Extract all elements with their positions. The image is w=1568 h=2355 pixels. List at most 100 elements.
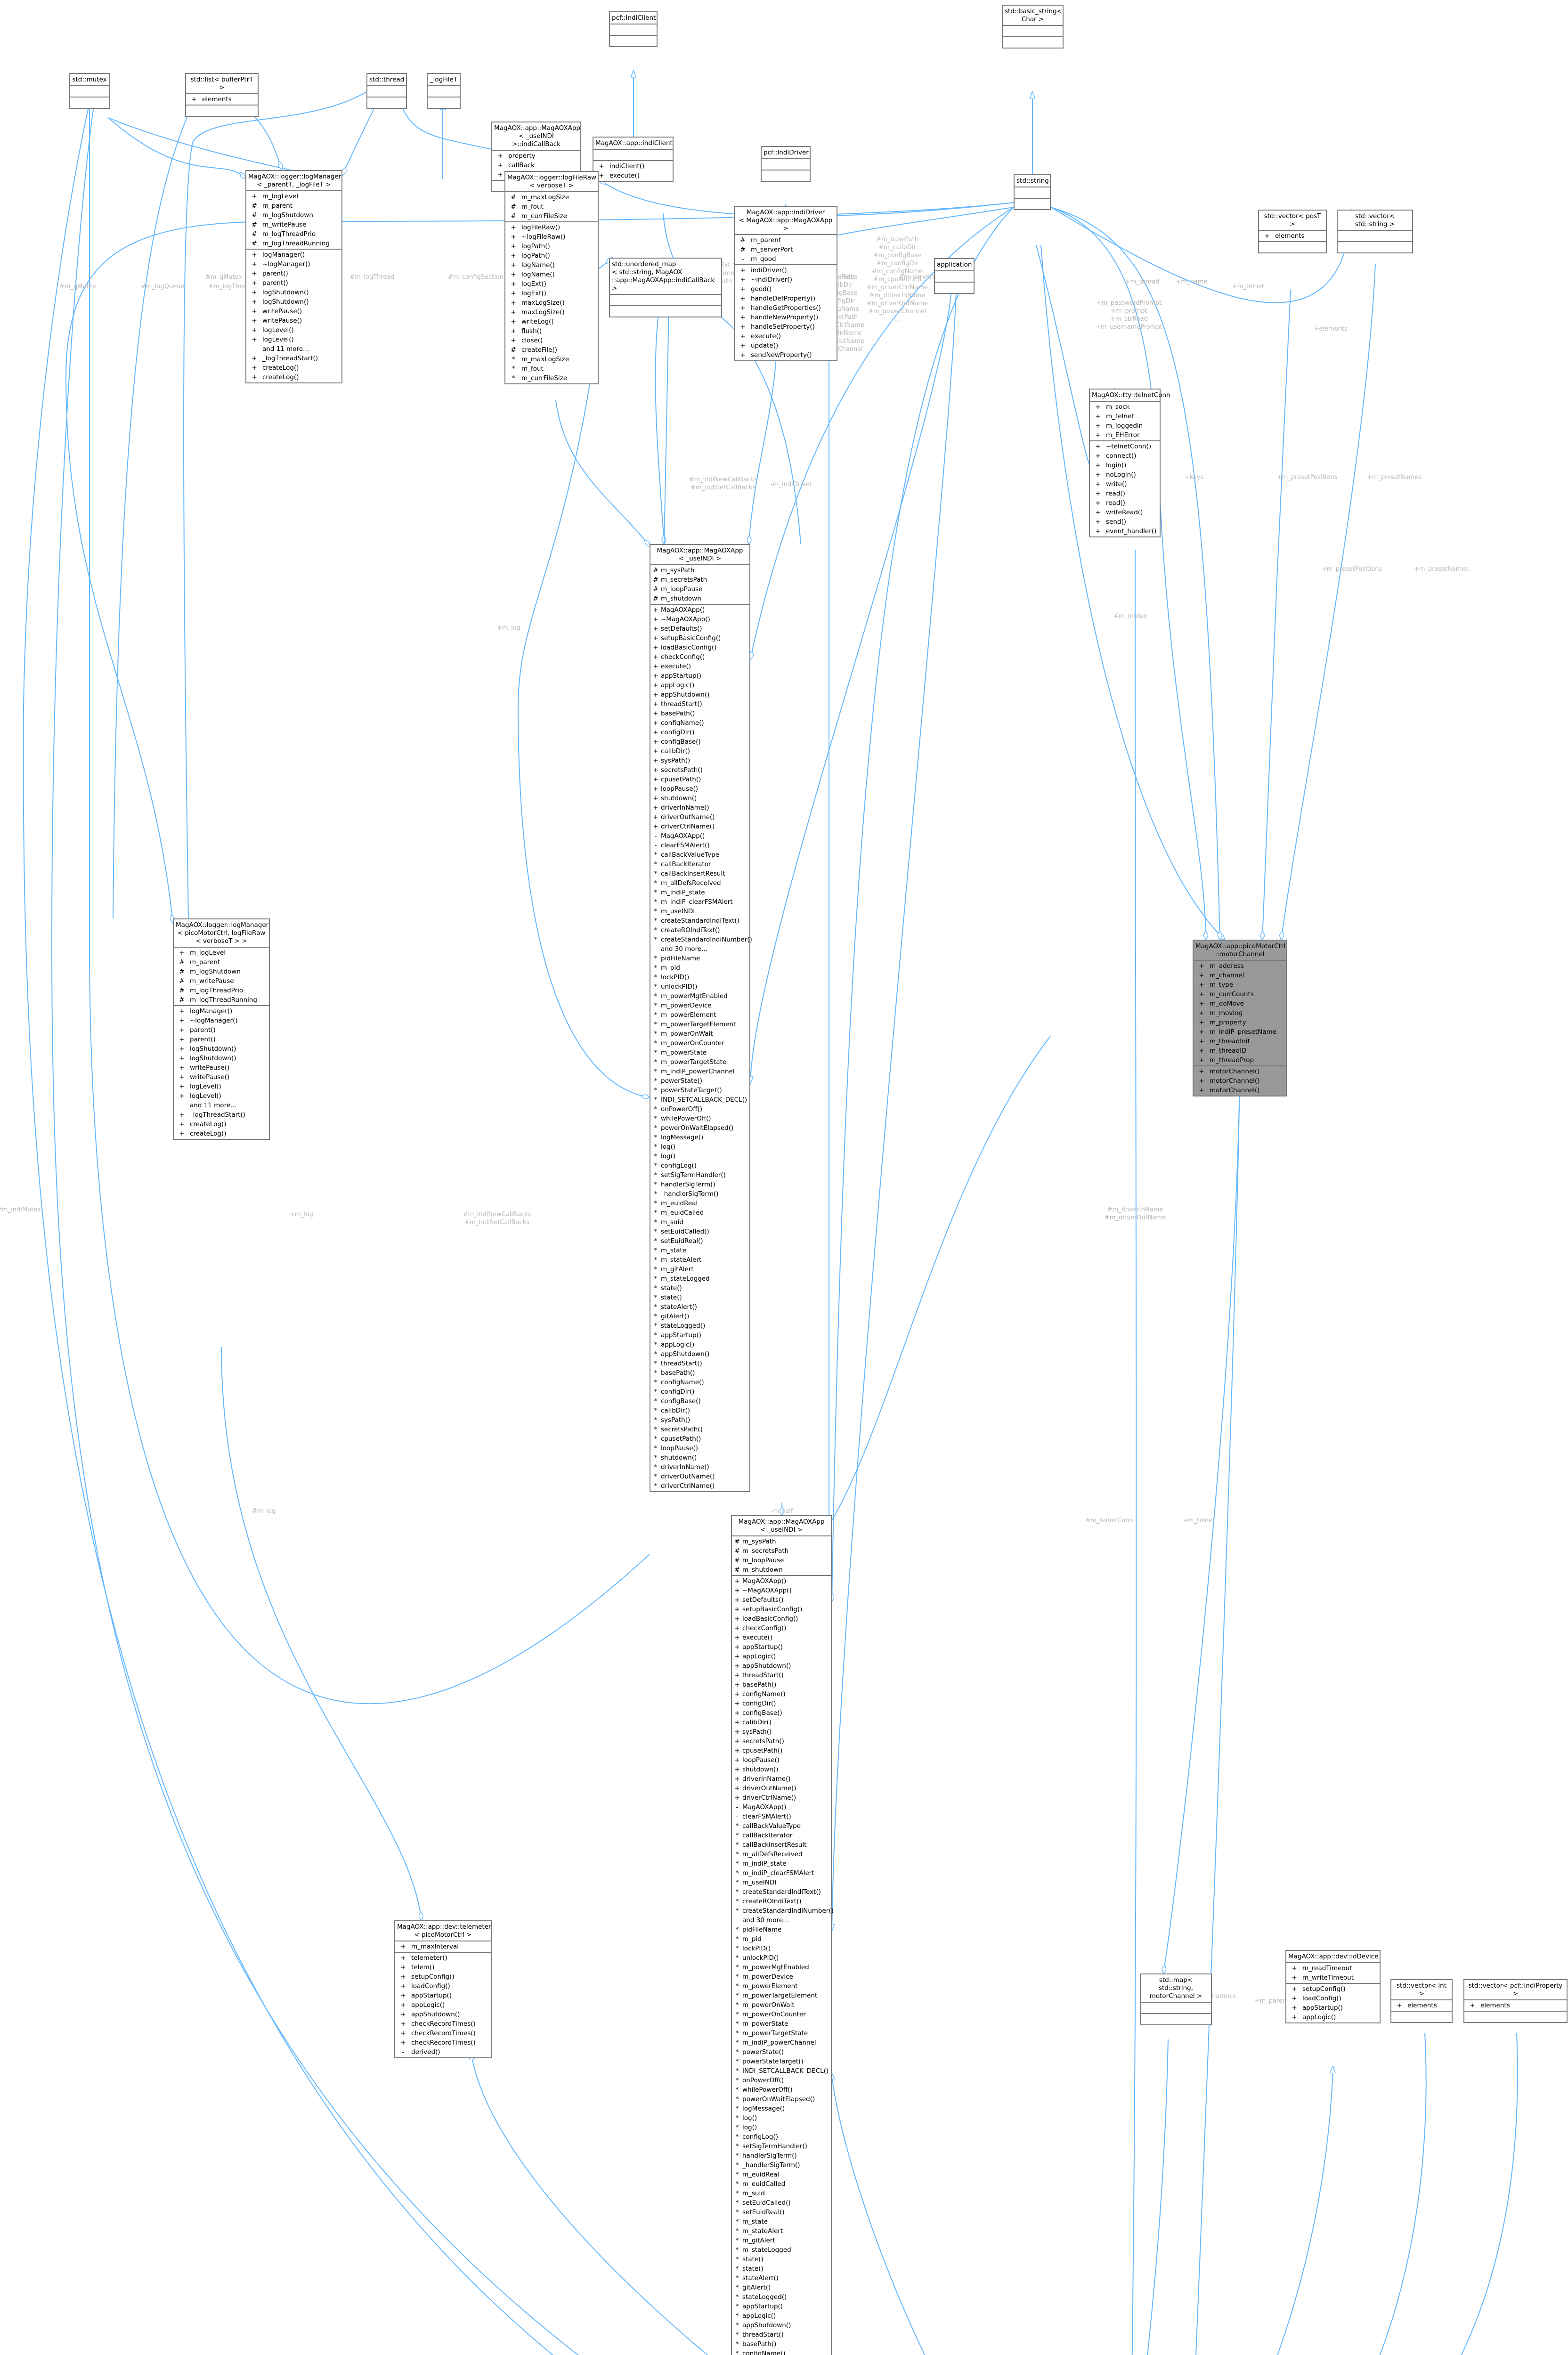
member-row[interactable]: +write(): [1090, 479, 1160, 489]
member-row[interactable]: +~logFileRaw(): [505, 232, 598, 242]
member-row[interactable]: +configName(): [650, 718, 749, 728]
member-row[interactable]: *m_indiP_clearFSMAlert: [732, 1868, 831, 1878]
member-row[interactable]: *setEuidCalled(): [732, 2198, 831, 2208]
member-row[interactable]: +sysPath(): [650, 756, 749, 765]
class-node-mutex[interactable]: std::mutex: [69, 73, 110, 109]
member-row[interactable]: +setDefaults(): [650, 624, 749, 633]
member-row[interactable]: *m_powerOnCounter: [732, 2010, 831, 2019]
member-row[interactable]: *state(): [650, 1293, 749, 1302]
member-row[interactable]: +setDefaults(): [732, 1595, 831, 1605]
member-row[interactable]: +m_threadProp: [1194, 1056, 1286, 1065]
member-row[interactable]: +maxLogSize(): [505, 308, 598, 317]
member-row[interactable]: *m_stateLogged: [650, 1274, 749, 1283]
member-row[interactable]: *handlerSigTerm(): [732, 2151, 831, 2160]
member-row[interactable]: +appStartup(): [1286, 2003, 1380, 2013]
member-row[interactable]: *pidFileName: [732, 1925, 831, 1934]
member-row[interactable]: *INDI_SETCALLBACK_DECL(): [732, 2066, 831, 2076]
member-row[interactable]: *m_currFileSize: [505, 374, 598, 383]
member-row[interactable]: *unlockPID(): [732, 1953, 831, 1963]
class-node-motorchannel[interactable]: MagAOX::app::picoMotorCtrl ::motorChanne…: [1193, 940, 1287, 1096]
member-row[interactable]: #m_loopPause: [732, 1556, 831, 1565]
member-row[interactable]: +createLog(): [246, 373, 341, 382]
member-row[interactable]: +checkConfig(): [732, 1624, 831, 1633]
member-row[interactable]: +close(): [505, 336, 598, 345]
member-row[interactable]: and 30 more...: [732, 1916, 831, 1925]
member-row[interactable]: +checkConfig(): [650, 652, 749, 662]
member-row[interactable]: +appShutdown(): [732, 1661, 831, 1671]
member-row[interactable]: *setEuidReal(): [732, 2208, 831, 2217]
class-node-indidriver[interactable]: MagAOX::app::indiDriver < MagAOX::app::M…: [734, 206, 837, 361]
member-row[interactable]: *powerState(): [732, 2047, 831, 2057]
member-row[interactable]: *m_allDefsReceived: [732, 1850, 831, 1859]
member-row[interactable]: *setEuidReal(): [650, 1236, 749, 1246]
member-row[interactable]: +logShutdown(): [246, 288, 341, 297]
member-row[interactable]: *configLog(): [650, 1161, 749, 1170]
member-row[interactable]: *m_euidReal: [732, 2170, 831, 2179]
member-row[interactable]: +MagAOXApp(): [650, 605, 749, 615]
member-row[interactable]: *log(): [732, 2113, 831, 2123]
member-row[interactable]: +appShutdown(): [650, 690, 749, 699]
member-row[interactable]: +telem(): [395, 1963, 491, 1972]
member-row[interactable]: +parent(): [174, 1035, 269, 1044]
member-row[interactable]: +appLogic(): [732, 1652, 831, 1661]
member-row[interactable]: +writePause(): [246, 307, 341, 316]
member-row[interactable]: *m_indiP_state: [650, 888, 749, 897]
member-row[interactable]: *m_indiP_clearFSMAlert: [650, 897, 749, 907]
class-node-logmanager_inst[interactable]: MagAOX::logger::logManager < picoMotorCt…: [173, 918, 270, 1140]
member-row[interactable]: *m_powerOnWait: [650, 1029, 749, 1039]
member-row[interactable]: +shutdown(): [732, 1765, 831, 1774]
member-row[interactable]: +m_logLevel: [174, 948, 269, 958]
member-row[interactable]: *createStandardIndiNumber(): [732, 1906, 834, 1916]
member-row[interactable]: +configBase(): [732, 1708, 831, 1718]
member-row[interactable]: +parent(): [174, 1025, 269, 1035]
member-row[interactable]: +driverInName(): [650, 803, 749, 812]
member-row[interactable]: *m_useINDI: [650, 907, 749, 916]
member-row[interactable]: #m_sysPath: [732, 1537, 831, 1546]
class-node-pcf_indidriver[interactable]: pcf::IndiDriver: [761, 146, 811, 182]
member-row[interactable]: *stateLogged(): [650, 1321, 749, 1331]
member-row[interactable]: +m_readTimeout: [1286, 1964, 1380, 1973]
member-row[interactable]: +~telnetConn(): [1090, 442, 1160, 451]
member-row[interactable]: *lockPID(): [732, 1944, 831, 1953]
member-row[interactable]: #m_shutdown: [650, 594, 749, 603]
member-row[interactable]: +loopPause(): [650, 784, 749, 794]
member-row[interactable]: +appStartup(): [732, 1642, 831, 1652]
member-row[interactable]: *m_stateLogged: [732, 2245, 831, 2255]
member-row[interactable]: and 11 more...: [174, 1101, 269, 1110]
class-node-magaoxapp_inst[interactable]: MagAOX::app::MagAOXApp < _useINDI > #m_s…: [731, 1515, 834, 2355]
member-row[interactable]: +motorChannel(): [1194, 1086, 1286, 1095]
member-row[interactable]: *m_stateAlert: [650, 1255, 749, 1265]
member-row[interactable]: #m_logThreadRunning: [246, 239, 341, 248]
member-row[interactable]: *m_powerTargetState: [650, 1057, 749, 1067]
member-row[interactable]: +m_threadID: [1194, 1046, 1286, 1056]
member-row[interactable]: *driverOutName(): [650, 1472, 749, 1481]
member-row[interactable]: *callBackValueType: [732, 1821, 831, 1831]
member-row[interactable]: *setSigTermHandler(): [650, 1170, 749, 1180]
member-row[interactable]: *powerState(): [650, 1076, 749, 1086]
member-row[interactable]: *createStandardIndiText(): [732, 1887, 831, 1897]
member-row[interactable]: *m_state: [650, 1246, 749, 1255]
member-row[interactable]: *setSigTermHandler(): [732, 2142, 831, 2151]
member-row[interactable]: *callBackInsertResult: [650, 869, 749, 878]
member-row[interactable]: +m_moving: [1194, 1008, 1286, 1018]
member-row[interactable]: -MagAOXApp(): [650, 831, 749, 841]
member-row[interactable]: *secretsPath(): [650, 1425, 749, 1434]
member-row[interactable]: +secretsPath(): [732, 1737, 831, 1746]
member-row[interactable]: +m_writeTimeout: [1286, 1973, 1380, 1982]
member-row[interactable]: *m_powerMgtEnabled: [732, 1963, 831, 1972]
member-row[interactable]: +logName(): [505, 260, 598, 270]
member-row[interactable]: *sysPath(): [650, 1415, 749, 1425]
member-row[interactable]: +m_doMove: [1194, 999, 1286, 1008]
member-row[interactable]: +loadConfig(): [1286, 1994, 1380, 2003]
member-row[interactable]: +handleNewProperty(): [735, 313, 837, 322]
member-row[interactable]: +flush(): [505, 326, 598, 336]
member-row[interactable]: *calibDir(): [650, 1406, 749, 1415]
member-row[interactable]: #createFile(): [505, 345, 598, 355]
member-row[interactable]: +elements: [1259, 231, 1326, 241]
member-row[interactable]: +cpusetPath(): [732, 1746, 831, 1755]
class-node-vector_int[interactable]: std::vector< int > +elements: [1390, 1979, 1453, 2023]
member-row[interactable]: +connect(): [1090, 451, 1160, 461]
member-row[interactable]: *m_gitAlert: [650, 1265, 749, 1274]
member-row[interactable]: +telemeter(): [395, 1953, 491, 1963]
member-row[interactable]: +setupBasicConfig(): [650, 633, 749, 643]
